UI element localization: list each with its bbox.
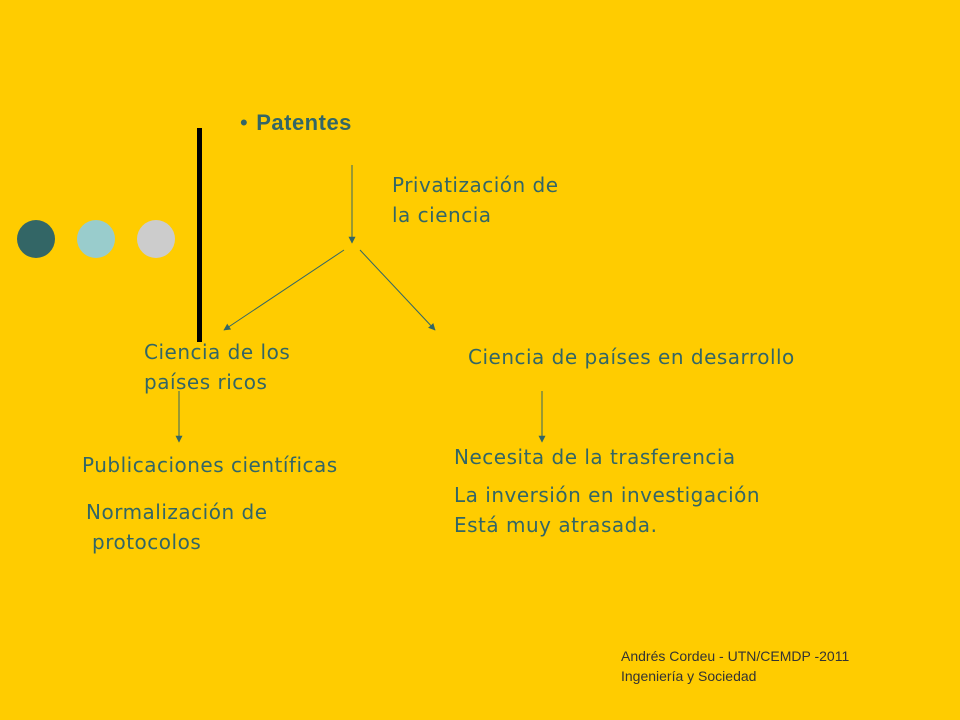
inversion-line-2: Está muy atrasada. [454, 513, 658, 537]
privatizacion-line-1: Privatización de [392, 173, 559, 197]
bullet-dot-icon: • [240, 110, 249, 135]
ciencia-ricos-line-2: países ricos [144, 370, 268, 394]
arrow-to-ciencia-ricos [223, 249, 345, 331]
footer-course: Ingeniería y Sociedad [621, 668, 757, 684]
inversion-line-1: La inversión en investigación [454, 483, 761, 507]
decorative-circle-light-blue [77, 220, 115, 258]
decorative-circle-dark-teal [17, 220, 55, 258]
necesita-label: Necesita de la trasferencia [454, 445, 736, 469]
decorative-circle-gray [137, 220, 175, 258]
ciencia-ricos-line-1: Ciencia de los [144, 340, 291, 364]
bullet-heading: • Patentes [240, 108, 352, 138]
bullet-heading-label: Patentes [256, 110, 352, 135]
footer-author: Andrés Cordeu - UTN/CEMDP -2011 [621, 648, 850, 664]
ciencia-desarrollo-label: Ciencia de países en desarrollo [468, 345, 795, 369]
vertical-divider-bar [197, 128, 202, 342]
normalizacion-line-1: Normalización de [86, 500, 268, 524]
arrow-to-ciencia-desarrollo [359, 249, 436, 331]
publicaciones-label: Publicaciones científicas [82, 453, 338, 477]
privatizacion-line-2: la ciencia [392, 203, 492, 227]
normalizacion-line-2: protocolos [92, 530, 202, 554]
